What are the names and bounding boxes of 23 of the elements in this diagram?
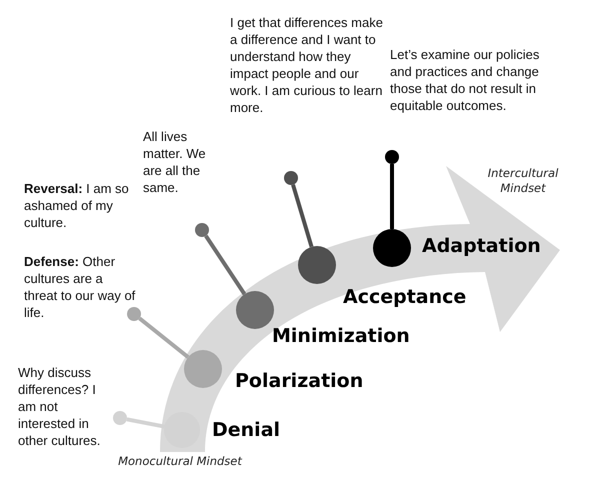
stage-label: Polarization	[235, 370, 364, 392]
connector-line	[126, 417, 165, 429]
quote-text: All lives matter. We are all the same.	[143, 128, 207, 196]
quote-text: Reversal: I am so ashamed of my culture.	[24, 180, 130, 231]
quote-text: Defense: Other cultures are a threat to our way of life.	[24, 253, 136, 321]
stage-label: Denial	[212, 419, 280, 441]
mindset-label: Monocultural Mindset	[117, 454, 244, 469]
connector-line	[138, 316, 190, 359]
stage-label: Adaptation	[422, 235, 541, 257]
quote-text: I get that differences make a difference and I want to understand how they impact people and our work. I am curious to learn more.	[230, 14, 384, 116]
connector-line	[204, 234, 246, 296]
quote-text: Why discuss differences? I am not interested in other cultures.	[18, 364, 102, 449]
dot-marker	[284, 171, 298, 185]
quote-text: Let’s examine our policies and practices and change those that do not result in equitable outcomes.	[390, 46, 540, 114]
stage-label: Minimization	[272, 325, 410, 347]
connector-line	[291, 184, 314, 248]
dot-marker	[195, 223, 209, 237]
dot-marker	[113, 411, 127, 425]
mindset-label: Intercultural Mindset	[486, 166, 560, 196]
stage-label: Acceptance	[343, 286, 466, 308]
connector-line	[390, 164, 394, 229]
dot-marker	[385, 150, 399, 164]
dot-marker	[127, 307, 141, 321]
